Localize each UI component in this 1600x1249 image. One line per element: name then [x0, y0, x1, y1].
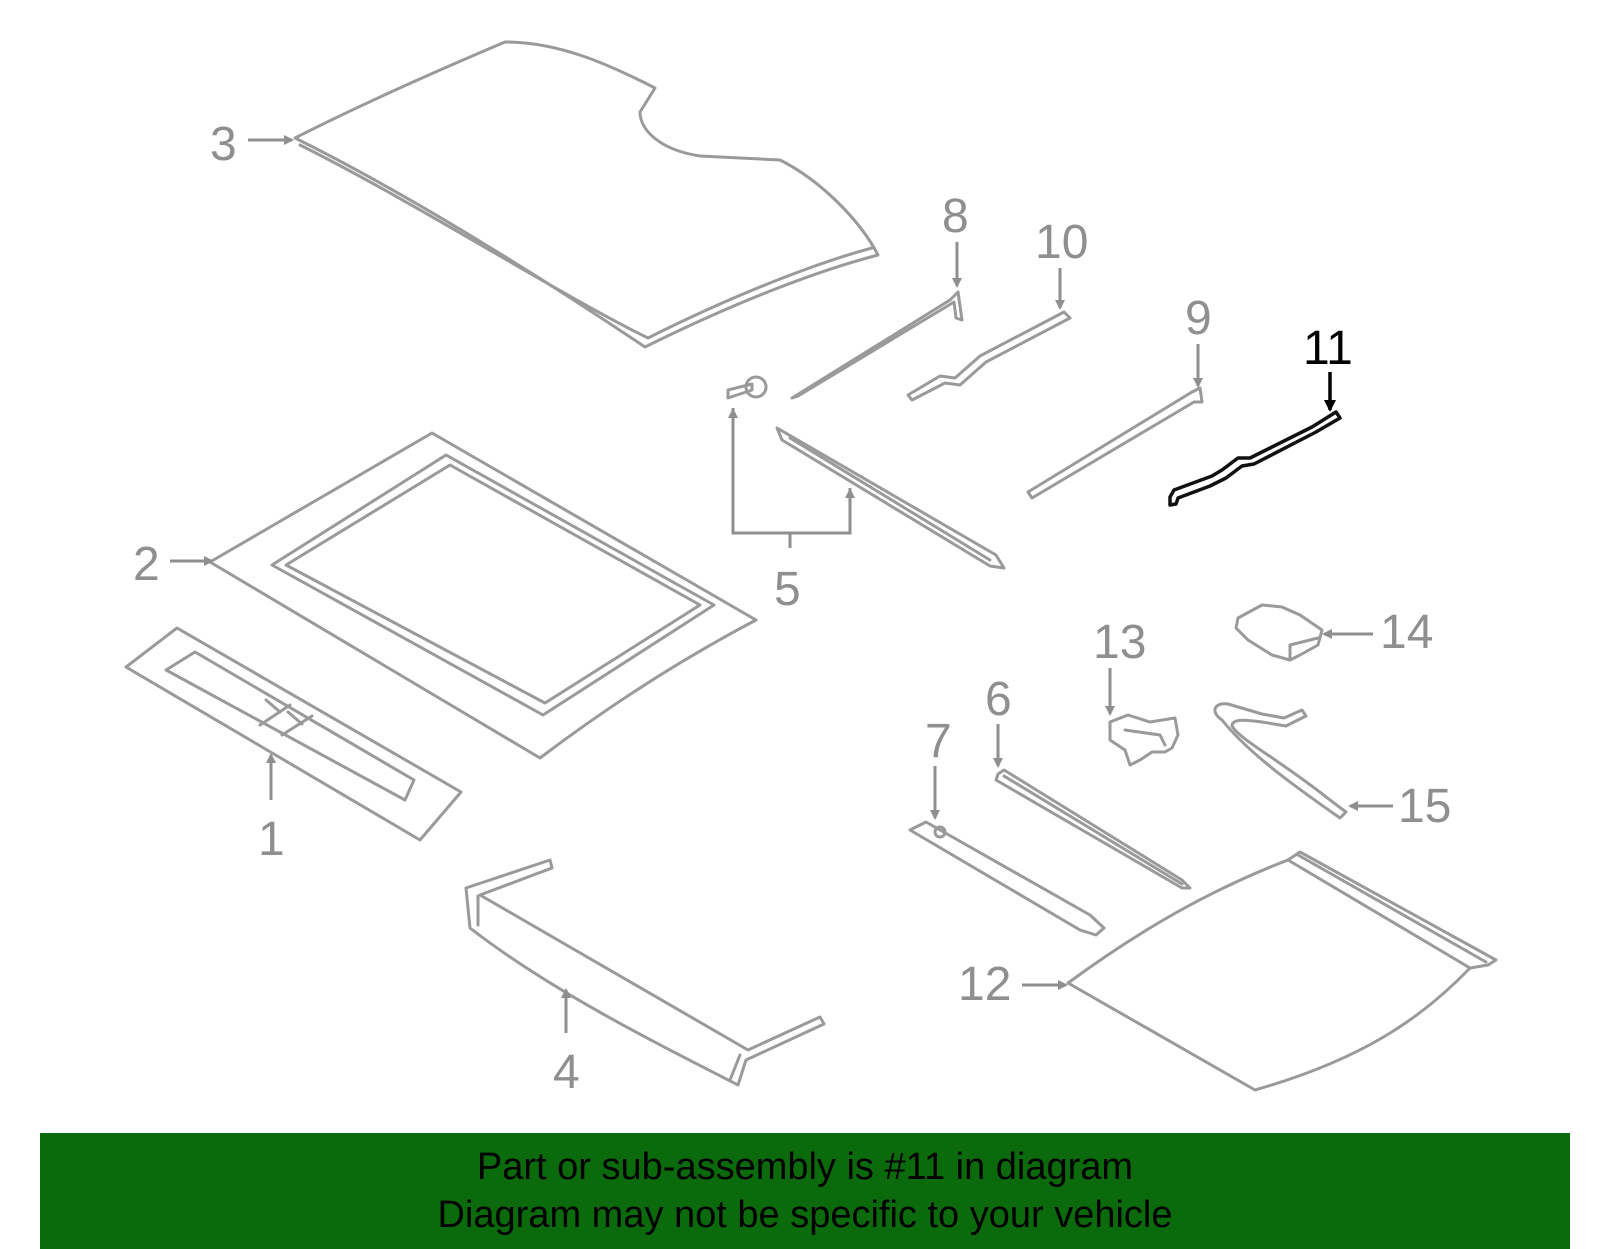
- part-15-cable[interactable]: [1213, 702, 1348, 820]
- callout-14: 14: [1380, 606, 1433, 659]
- callout-12: 12: [958, 958, 1011, 1011]
- info-banner: Part or sub-assembly is #11 in diagram D…: [40, 1133, 1570, 1249]
- part-8-rail[interactable]: [790, 290, 964, 400]
- callout-15: 15: [1398, 780, 1451, 833]
- banner-line-1: Part or sub-assembly is #11 in diagram: [476, 1146, 1134, 1188]
- part-1-front-header[interactable]: [124, 626, 463, 842]
- callout-13: 13: [1093, 616, 1146, 669]
- callout-6: 6: [985, 673, 1012, 726]
- callout-8: 8: [942, 190, 969, 243]
- part-10-guide-rail[interactable]: [906, 310, 1072, 402]
- part-11-guide-highlighted[interactable]: [1168, 410, 1342, 507]
- part-6-seal-strip[interactable]: [994, 768, 1192, 890]
- callout-7: 7: [925, 715, 952, 768]
- part-9-drain-rail[interactable]: [1026, 386, 1204, 500]
- callout-10: 10: [1035, 216, 1088, 269]
- callout-2: 2: [133, 538, 160, 591]
- part-4-rear-trim[interactable]: [464, 858, 826, 1087]
- callout-11: 11: [1303, 322, 1353, 375]
- part-12-sunshade[interactable]: [1066, 850, 1498, 1092]
- callout-4: 4: [553, 1046, 580, 1099]
- callout-3: 3: [210, 118, 237, 171]
- banner-line-2: Diagram may not be specific to your vehi…: [437, 1194, 1173, 1236]
- callout-9: 9: [1185, 292, 1212, 345]
- part-3-roof-panel[interactable]: [293, 40, 880, 349]
- callout-5: 5: [774, 563, 801, 616]
- part-5-seal-and-screw[interactable]: [726, 375, 1006, 570]
- callout-1: 1: [258, 813, 285, 866]
- part-13-bracket[interactable]: [1108, 713, 1180, 767]
- part-7-trim-strip[interactable]: [908, 820, 1106, 937]
- part-14-motor[interactable]: [1234, 603, 1324, 662]
- part-2-roof-frame[interactable]: [208, 431, 758, 760]
